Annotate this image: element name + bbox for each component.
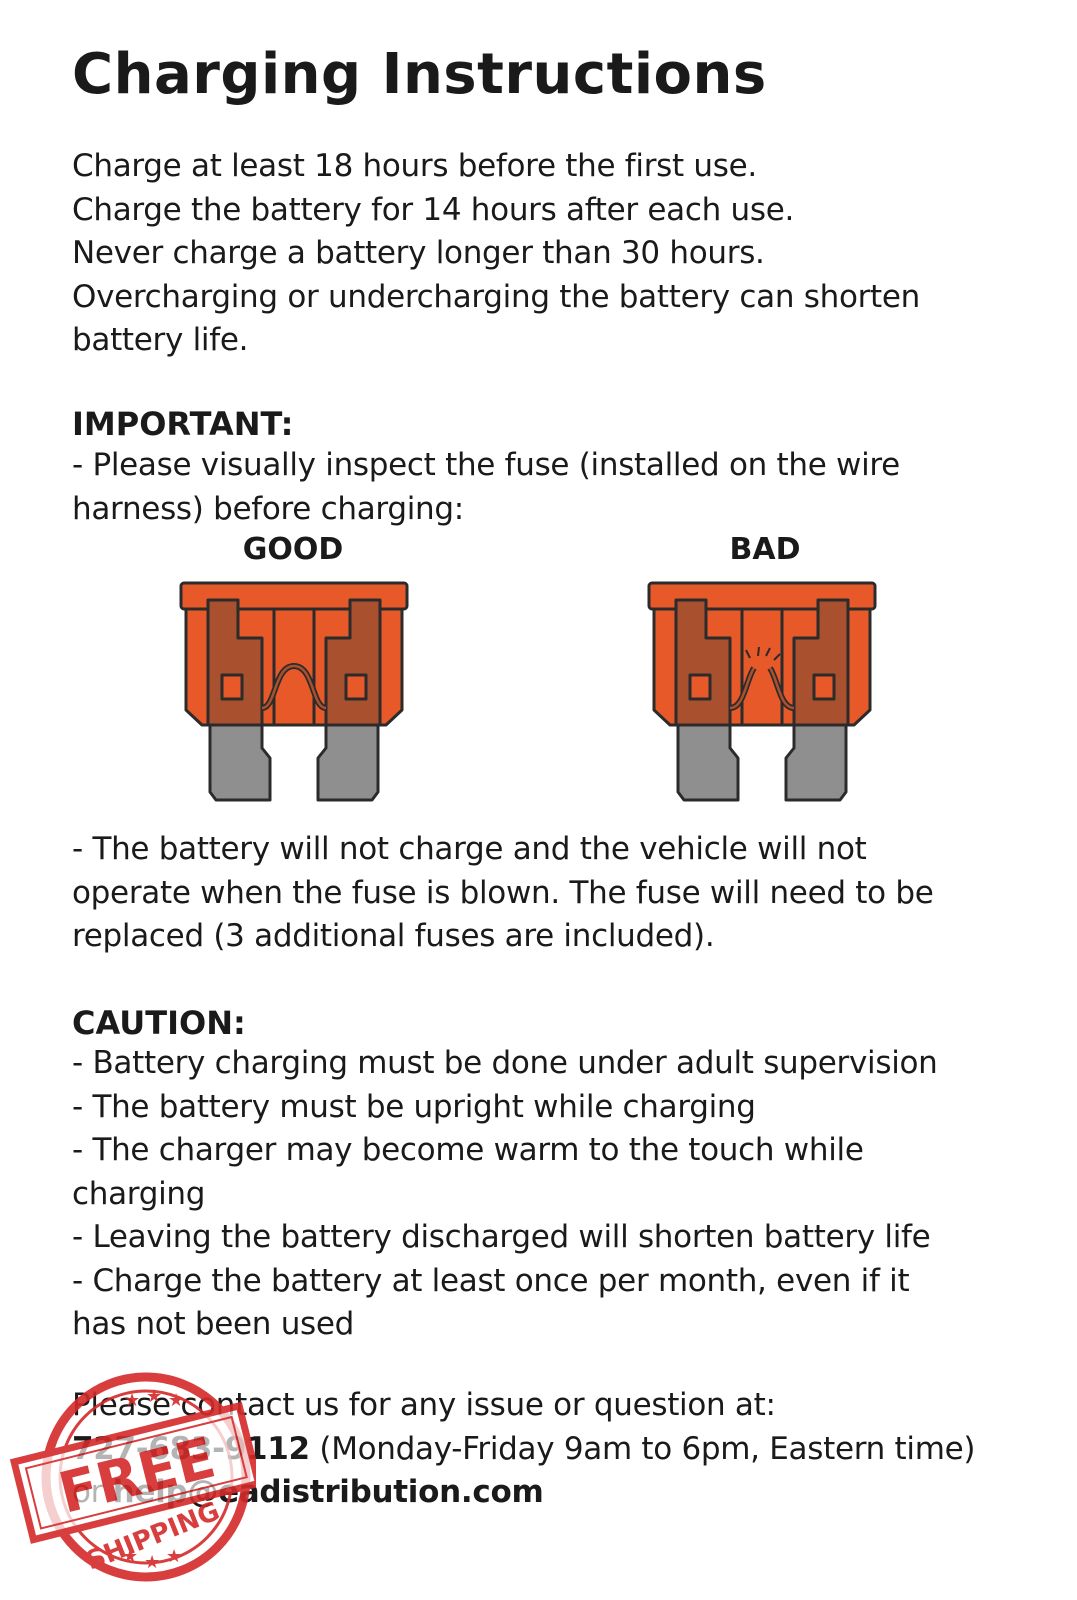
intro-line: battery life. [72,322,249,358]
bad-fuse-label: BAD [729,532,801,567]
support-hours: (Monday-Friday 9am to 6pm, Eastern time) [309,1430,976,1467]
note-line: operate when the fuse is blown. The fuse… [72,874,934,911]
caution-line: - Charge the battery at least once per m… [72,1262,910,1299]
caution-line: - Leaving the battery discharged will sh… [72,1219,931,1255]
caution-heading: CAUTION: [72,1004,246,1042]
note-line: - The battery will not charge and the ve… [72,831,867,867]
important-heading: IMPORTANT: [72,405,294,443]
page-title: Charging Instructions [72,42,767,107]
caution-list: - Battery charging must be done under ad… [72,1042,938,1347]
svg-text:★: ★ [168,1390,184,1411]
svg-text:★: ★ [166,1546,182,1567]
blown-fuse-note: - The battery will not charge and the ve… [72,828,934,959]
intro-list: Charge at least 18 hours before the firs… [72,145,920,363]
intro-line: Charge the battery for 14 hours after ea… [72,191,795,228]
important-list: - Please visually inspect the fuse (inst… [72,444,900,531]
intro-line: Charge at least 18 hours before the firs… [72,148,757,184]
important-line: - Please visually inspect the fuse (inst… [72,447,900,483]
caution-line: - Battery charging must be done under ad… [72,1045,938,1081]
caution-line: charging [72,1175,206,1212]
svg-text:★: ★ [124,1390,140,1411]
intro-line: Overcharging or undercharging the batter… [72,278,921,315]
caution-line: has not been used [72,1306,355,1342]
good-fuse-label: GOOD [242,532,344,567]
bad-fuse-icon [647,581,877,802]
note-line: replaced (3 additional fuses are include… [72,918,715,954]
important-line: harness) before charging: [72,490,464,527]
caution-line: - The charger may become warm to the tou… [72,1132,864,1168]
good-fuse-icon [179,581,409,802]
free-shipping-stamp-icon: ★★★ ★★★ FREE SHIPPING [9,1372,256,1582]
svg-text:★: ★ [146,1386,162,1407]
svg-text:★: ★ [122,1546,138,1567]
caution-line: - The battery must be upright while char… [72,1088,756,1125]
intro-line: Never charge a battery longer than 30 ho… [72,235,765,271]
svg-text:★: ★ [144,1552,160,1573]
